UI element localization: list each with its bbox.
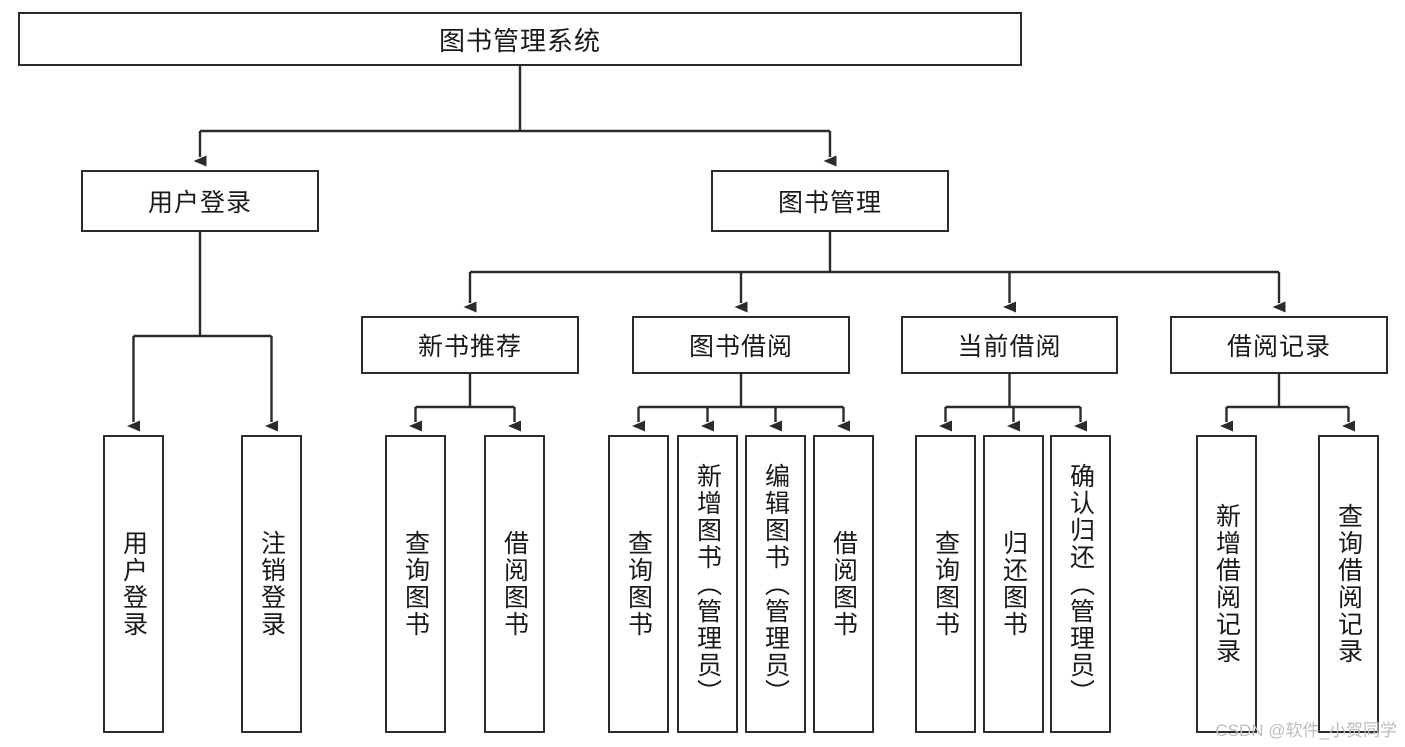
node-label: 新书推荐	[417, 333, 522, 361]
watermark-label: CSDN @软件_小贺同学	[1215, 721, 1397, 740]
node-label: 借阅图书	[829, 530, 858, 638]
node-label: 用户登录	[119, 530, 148, 638]
node-label: 查询图书	[931, 530, 960, 638]
node-leaf-borrow-book-1[interactable]: 借阅图书	[484, 435, 545, 733]
node-l2-book-mgmt[interactable]: 图书管理	[711, 170, 949, 232]
node-leaf-query-book-3[interactable]: 查询图书	[915, 435, 976, 733]
node-leaf-add-record[interactable]: 新增借阅记录	[1196, 435, 1257, 733]
node-leaf-user-login[interactable]: 用户登录	[103, 435, 164, 733]
node-leaf-confirm-return[interactable]: 确认归还（管理员）	[1050, 435, 1111, 733]
node-label: 新增图书（管理员）	[693, 462, 722, 706]
node-label: 当前借阅	[957, 333, 1062, 361]
node-label: 归还图书	[999, 530, 1028, 638]
node-l3-book-borrow[interactable]: 图书借阅	[632, 316, 850, 374]
node-label: 新增借阅记录	[1212, 503, 1241, 665]
node-leaf-query-book-1[interactable]: 查询图书	[385, 435, 446, 733]
node-label: 查询图书	[401, 530, 430, 638]
node-label: 借阅记录	[1226, 333, 1331, 361]
node-leaf-logout[interactable]: 注销登录	[241, 435, 302, 733]
node-label: 图书管理	[777, 189, 882, 217]
node-root[interactable]: 图书管理系统	[18, 12, 1022, 66]
node-leaf-return-book[interactable]: 归还图书	[983, 435, 1044, 733]
node-l2-user-login[interactable]: 用户登录	[81, 170, 319, 232]
node-label: 注销登录	[257, 530, 286, 638]
node-l3-new-book-rec[interactable]: 新书推荐	[361, 316, 579, 374]
node-label: 查询图书	[624, 530, 653, 638]
node-label: 确认归还（管理员）	[1066, 462, 1095, 706]
node-leaf-edit-book[interactable]: 编辑图书（管理员）	[745, 435, 806, 733]
node-leaf-add-book[interactable]: 新增图书（管理员）	[677, 435, 738, 733]
node-l3-borrow-record[interactable]: 借阅记录	[1170, 316, 1388, 374]
node-label: 查询借阅记录	[1334, 503, 1363, 665]
node-label: 图书借阅	[688, 333, 793, 361]
node-leaf-query-record[interactable]: 查询借阅记录	[1318, 435, 1379, 733]
node-l3-current-borrow[interactable]: 当前借阅	[901, 316, 1118, 374]
node-leaf-query-book-2[interactable]: 查询图书	[608, 435, 669, 733]
node-label: 用户登录	[147, 189, 252, 217]
node-label: 编辑图书（管理员）	[761, 462, 790, 706]
node-label: 借阅图书	[500, 530, 529, 638]
node-label: 图书管理系统	[438, 25, 601, 56]
node-leaf-borrow-book-2[interactable]: 借阅图书	[813, 435, 874, 733]
